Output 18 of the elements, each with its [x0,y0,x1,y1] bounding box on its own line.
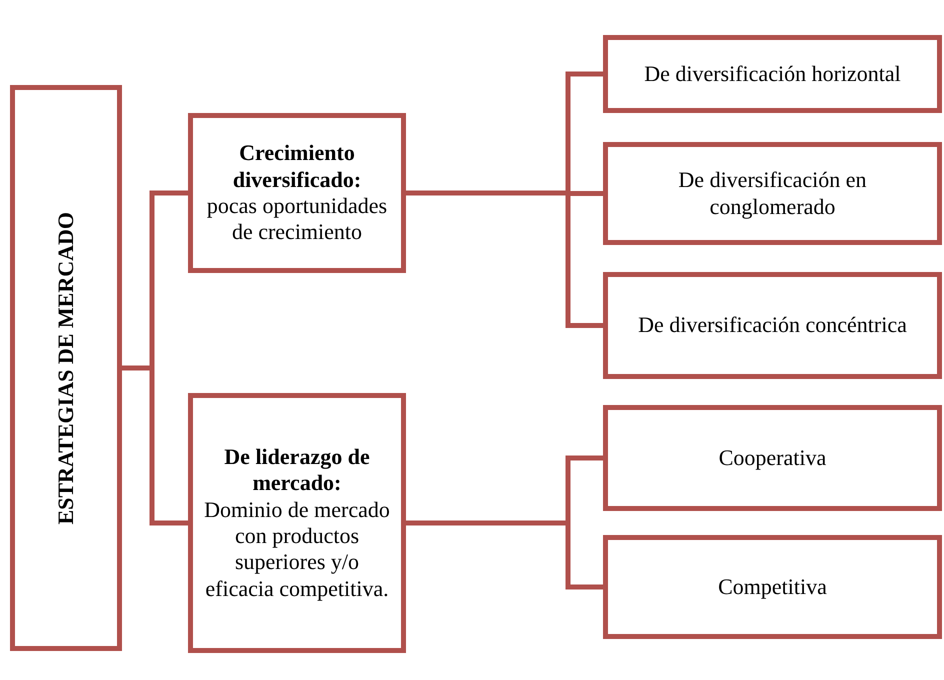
node-text: De diversificación horizontal [644,60,901,88]
vertical-title: ESTRATEGIAS DE MERCADO [52,212,79,524]
strategy-box [603,142,942,245]
node-text: De diversificación concéntrica [638,312,907,339]
node-text: Dominio de mercado con productos superiores y/o eficacia competitiva. [203,496,391,602]
node-text: Competitiva [718,574,827,600]
strategy-box [603,535,942,639]
node-text: De diversificación en conglomerado [677,167,868,220]
strategy-box [188,393,406,653]
node-heading: De liderazgo de mercado: [223,444,371,497]
strategy-box [188,113,406,273]
node-text: Cooperativa [718,444,826,472]
strategy-box [603,405,942,511]
node-text: pocas oportunidades de crecimiento [206,193,388,246]
node-heading: Crecimiento diversificado: [232,140,362,193]
strategy-box [603,272,942,379]
root-box [10,85,122,651]
strategy-box [603,35,942,113]
